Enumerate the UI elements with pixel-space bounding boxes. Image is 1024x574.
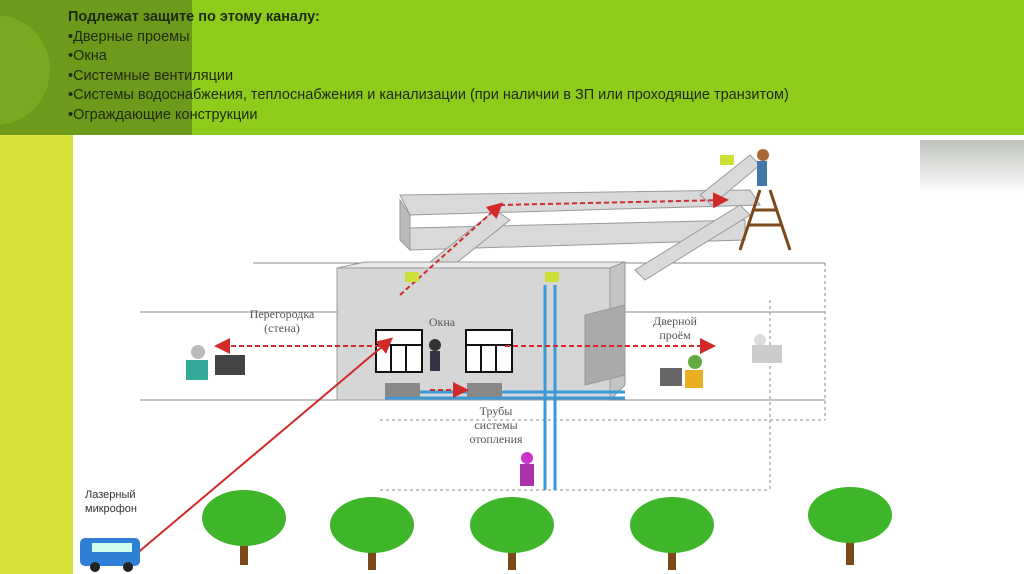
person-left xyxy=(186,345,245,380)
decorative-circle xyxy=(0,15,50,125)
bullet-item: •Системные вентиляции xyxy=(68,67,234,84)
radiator xyxy=(467,383,502,397)
person-listener xyxy=(752,334,782,363)
sensor xyxy=(405,272,419,282)
label-door: Дверной xyxy=(653,314,698,328)
sensor xyxy=(720,155,734,165)
label-pipes-sub2: отопления xyxy=(469,432,523,446)
bullet-item: •Ограждающие конструкции xyxy=(68,106,258,123)
tree xyxy=(330,497,414,570)
label-laser: Лазерный xyxy=(85,489,136,501)
trees xyxy=(202,487,892,570)
bullet-item: •Дверные проемы xyxy=(68,28,190,45)
van xyxy=(80,538,140,572)
leak-arrows xyxy=(134,192,729,556)
right-accent-box xyxy=(920,140,1024,195)
bullet-item: •Системы водоснабжения, теплоснабжения и… xyxy=(68,87,789,103)
tree xyxy=(630,497,714,570)
header-accent xyxy=(0,0,192,135)
slide-text: Подлежат защите по этому каналу: •Дверны… xyxy=(68,8,789,125)
label-partition: Перегородка xyxy=(250,307,315,321)
bullet-item: •Окна xyxy=(68,48,107,64)
person-outside xyxy=(520,452,534,486)
tree xyxy=(808,487,892,565)
label-pipes: Трубы xyxy=(480,404,513,418)
building-outline xyxy=(140,262,826,491)
ladder xyxy=(738,189,792,251)
sensor xyxy=(545,272,559,282)
window-right xyxy=(465,329,513,373)
person-right xyxy=(660,355,703,388)
tree xyxy=(470,497,554,570)
label-partition-sub: (стена) xyxy=(264,321,300,335)
label-pipes-sub: системы xyxy=(474,418,517,432)
heating-pipes xyxy=(385,285,625,490)
label-windows: Окна xyxy=(429,315,456,329)
tree xyxy=(202,490,286,565)
person-spy xyxy=(429,339,441,371)
radiator xyxy=(385,383,420,397)
window-left xyxy=(375,329,423,373)
slide-title: Подлежат защите по этому каналу: xyxy=(68,9,320,25)
label-door-sub: проём xyxy=(659,328,691,342)
person-ladder xyxy=(757,149,769,186)
label-laser-sub: микрофон xyxy=(85,503,137,515)
left-accent-strip xyxy=(0,135,73,574)
leakage-channels-diagram: Перегородка (стена) Окна Дверной проём Т… xyxy=(80,149,892,572)
